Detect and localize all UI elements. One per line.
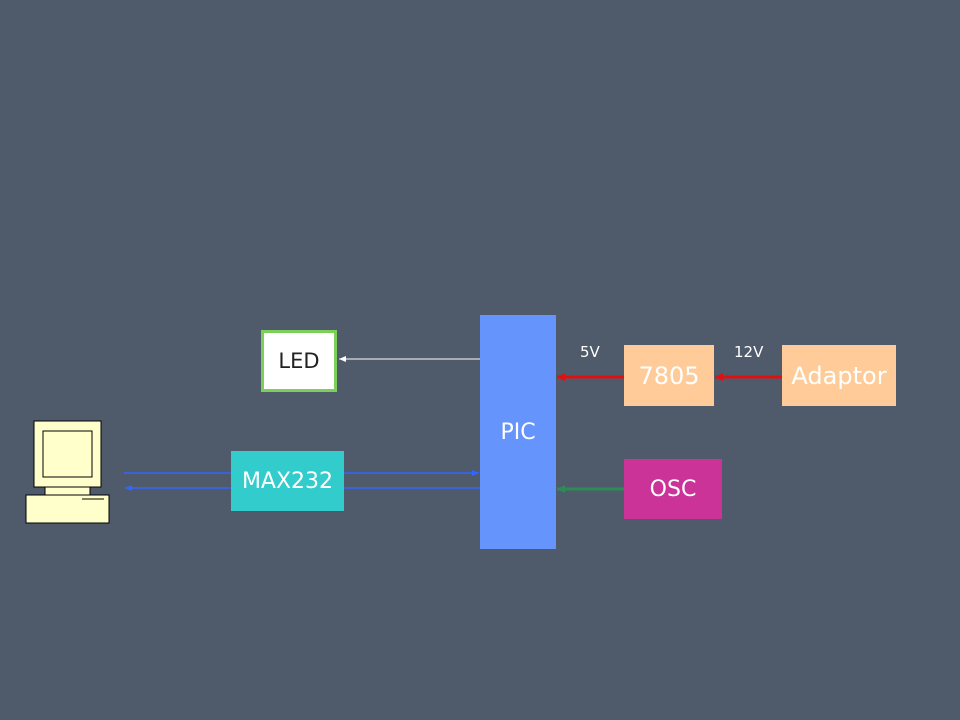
regulator-7805-block: 7805 [624, 345, 714, 406]
osc-block: OSC [624, 459, 722, 519]
pic-block: PIC [480, 315, 556, 549]
desktop-computer-icon [25, 420, 110, 524]
adaptor-block: Adaptor [782, 345, 896, 406]
voltage-label-5v: 5V [580, 343, 600, 361]
max232-block: MAX232 [231, 451, 344, 511]
led-block: LED [261, 330, 337, 392]
voltage-label-12v: 12V [734, 343, 764, 361]
